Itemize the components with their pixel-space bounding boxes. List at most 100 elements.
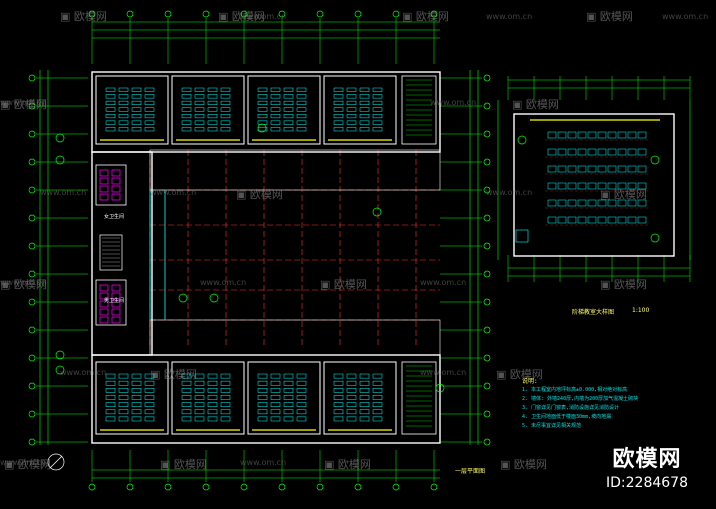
desk — [131, 402, 142, 407]
desk — [220, 388, 231, 393]
watermark-text: ▣ 欧模网 — [402, 10, 449, 23]
toilet — [111, 284, 121, 292]
desk — [131, 409, 142, 415]
detail-scale: 1:100 — [632, 307, 650, 314]
seat — [597, 148, 607, 156]
seat — [617, 199, 627, 207]
desk — [359, 107, 370, 112]
desk — [144, 87, 155, 92]
desk — [257, 416, 268, 422]
desk — [346, 94, 357, 99]
desk — [283, 120, 294, 125]
desk — [372, 107, 383, 112]
seat — [597, 199, 607, 207]
toilet — [99, 169, 109, 177]
desk — [359, 373, 370, 379]
desk — [118, 107, 129, 112]
desk — [220, 120, 231, 125]
desk — [194, 402, 205, 407]
watermark-url: www.om.cn — [200, 278, 247, 287]
desk — [144, 373, 155, 379]
desk — [220, 380, 231, 386]
desk — [105, 107, 116, 112]
seat — [557, 131, 567, 139]
desk — [105, 388, 116, 393]
watermark-url: www.om.cn — [430, 98, 477, 107]
tag-bubble — [257, 123, 267, 133]
axis-bubble — [483, 158, 491, 166]
desk — [296, 107, 307, 112]
axis-bubble — [28, 298, 36, 306]
seat — [577, 165, 587, 173]
axis-bubble — [483, 410, 491, 418]
desk — [207, 373, 218, 379]
desk — [346, 416, 357, 422]
desk — [181, 127, 192, 132]
desk — [283, 114, 294, 119]
brand-name: 欧模网 — [612, 447, 682, 472]
axis-bubble — [483, 74, 491, 82]
desk — [118, 416, 129, 422]
desk — [257, 409, 268, 415]
seat — [607, 131, 617, 139]
axis-bubble — [126, 483, 134, 491]
desk — [105, 114, 116, 119]
seat — [637, 131, 647, 139]
desk — [333, 373, 344, 379]
desk — [346, 409, 357, 415]
toilet — [111, 193, 121, 201]
desk — [346, 380, 357, 386]
desk — [283, 416, 294, 422]
desk — [118, 94, 129, 99]
desk — [220, 107, 231, 112]
desk — [220, 409, 231, 415]
desk — [296, 416, 307, 422]
toilet — [99, 185, 109, 193]
axis-bubble — [483, 102, 491, 110]
axis-bubble — [88, 483, 96, 491]
axis-bubble — [316, 10, 324, 18]
classroom — [247, 361, 321, 435]
desk — [105, 373, 116, 379]
axis-bubble — [28, 158, 36, 166]
axis-bubble — [354, 483, 362, 491]
desk — [270, 373, 281, 379]
toilet — [99, 193, 109, 201]
desk — [207, 380, 218, 386]
desk — [131, 416, 142, 422]
watermark-url: www.om.cn — [486, 188, 533, 197]
desk — [118, 100, 129, 105]
desk — [372, 373, 383, 379]
desk — [346, 107, 357, 112]
notes-line: 2. 墙体: 外墙240厚,内墙为200厚加气混凝土砌块 — [522, 396, 639, 402]
notes-line: 1. 本工程室内地坪标高±0.000,相对绝对标高 — [522, 387, 628, 393]
desk — [296, 402, 307, 407]
desk — [270, 94, 281, 99]
desk — [296, 100, 307, 105]
desk — [372, 127, 383, 132]
seat — [627, 148, 637, 156]
desk — [181, 409, 192, 415]
watermark-text: ▣ 欧模网 — [218, 10, 265, 23]
desk — [346, 114, 357, 119]
desk — [181, 395, 192, 400]
restroom-label-female: 女卫生间 — [104, 214, 125, 220]
desk — [194, 373, 205, 379]
desk — [194, 120, 205, 125]
desk — [118, 380, 129, 386]
desk — [207, 127, 218, 132]
toilet — [99, 308, 109, 316]
seat — [617, 131, 627, 139]
axis-bubble — [483, 438, 491, 446]
cad-line — [95, 164, 127, 206]
axis-bubble — [28, 354, 36, 362]
desk — [296, 114, 307, 119]
seat — [567, 165, 577, 173]
desk — [257, 114, 268, 119]
classroom — [95, 75, 169, 145]
detail-caption: 阶梯教室大样图 — [572, 309, 615, 316]
seat — [597, 131, 607, 139]
desk — [118, 120, 129, 125]
desk — [144, 120, 155, 125]
